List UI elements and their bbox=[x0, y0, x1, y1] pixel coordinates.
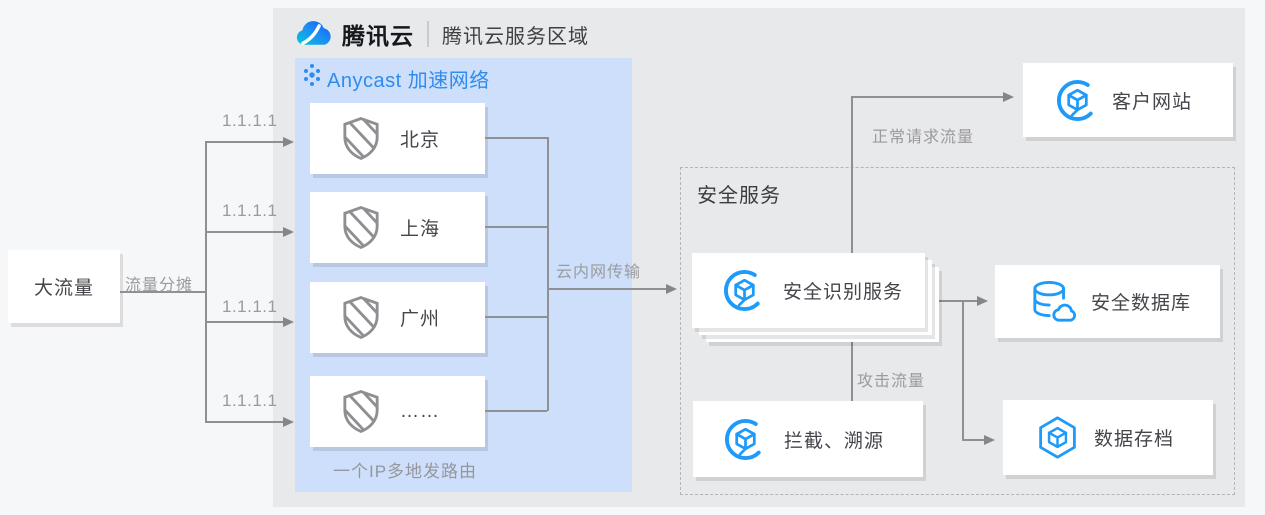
arrowhead bbox=[1003, 92, 1014, 102]
flow-line bbox=[485, 226, 547, 228]
anycast-node-guangzhou: 广州 bbox=[310, 282, 485, 353]
flow-line bbox=[485, 137, 547, 139]
block-trace-card: 拦截、溯源 bbox=[693, 401, 923, 477]
flow-line bbox=[205, 321, 283, 323]
anycast-node-more: …… bbox=[310, 376, 485, 447]
header-divider bbox=[427, 21, 429, 47]
customer-site-card: 客户网站 bbox=[1023, 63, 1233, 137]
arrowhead bbox=[283, 417, 294, 427]
flow-line bbox=[205, 421, 283, 423]
block-trace-label: 拦截、溯源 bbox=[784, 430, 885, 452]
customer-site-label: 客户网站 bbox=[1112, 91, 1193, 113]
flow-line bbox=[939, 300, 977, 302]
security-service-icon bbox=[723, 269, 766, 312]
attack-traffic-label: 攻击流量 bbox=[857, 373, 926, 390]
node-label: 北京 bbox=[400, 130, 441, 151]
anycast-footer-note: 一个IP多地发路由 bbox=[333, 462, 478, 481]
security-database-card: 安全数据库 bbox=[995, 265, 1220, 338]
split-traffic-label: 流量分摊 bbox=[125, 277, 194, 294]
security-zone bbox=[680, 167, 1235, 495]
node-label: 广州 bbox=[400, 309, 441, 330]
flow-line bbox=[962, 439, 984, 441]
anycast-zone-title: Anycast 加速网络 bbox=[327, 70, 490, 92]
flow-line bbox=[851, 342, 853, 401]
arrowhead bbox=[977, 296, 988, 306]
flow-line bbox=[485, 410, 547, 412]
anycast-network-icon bbox=[304, 64, 320, 86]
hexagon-archive-icon bbox=[1039, 416, 1076, 459]
shield-icon bbox=[343, 206, 379, 249]
flow-line bbox=[205, 141, 283, 143]
tencent-cloud-logo-icon bbox=[296, 21, 331, 45]
ip-label: 1.1.1.1 bbox=[222, 391, 278, 410]
arrowhead bbox=[283, 227, 294, 237]
arrowhead bbox=[666, 284, 677, 294]
security-zone-title: 安全服务 bbox=[697, 185, 781, 207]
database-cloud-icon bbox=[1033, 280, 1076, 322]
security-service-icon bbox=[724, 418, 767, 460]
flow-line bbox=[205, 231, 283, 233]
data-archive-card: 数据存档 bbox=[1003, 400, 1213, 475]
ip-label: 1.1.1.1 bbox=[222, 297, 278, 316]
node-label: 上海 bbox=[400, 219, 441, 240]
security-recognition-card: 安全识别服务 bbox=[692, 253, 925, 328]
security-database-label: 安全数据库 bbox=[1091, 293, 1192, 314]
flow-line bbox=[547, 288, 666, 290]
source-traffic-card: 大流量 bbox=[8, 250, 120, 323]
ip-label: 1.1.1.1 bbox=[222, 111, 278, 130]
arrowhead bbox=[283, 137, 294, 147]
flow-line bbox=[851, 96, 1003, 98]
customer-site-icon bbox=[1056, 79, 1099, 121]
shield-icon bbox=[343, 117, 379, 160]
brand-name: 腾讯云 bbox=[342, 23, 414, 49]
data-archive-label: 数据存档 bbox=[1094, 429, 1175, 450]
node-label: …… bbox=[400, 400, 440, 422]
flow-line bbox=[851, 97, 853, 254]
normal-traffic-label: 正常请求流量 bbox=[872, 129, 975, 146]
arrowhead bbox=[283, 317, 294, 327]
ip-label: 1.1.1.1 bbox=[222, 201, 278, 220]
flow-line bbox=[120, 291, 205, 293]
source-label: 大流量 bbox=[33, 278, 94, 299]
flow-line bbox=[485, 316, 547, 318]
flow-line bbox=[547, 137, 549, 411]
region-title: 腾讯云服务区域 bbox=[442, 25, 589, 48]
tencent-cloud-header: 腾讯云 腾讯云服务区域 bbox=[293, 16, 589, 52]
intranet-transfer-label: 云内网传输 bbox=[556, 264, 642, 281]
recognition-service-label: 安全识别服务 bbox=[783, 282, 904, 303]
flow-line bbox=[962, 301, 964, 440]
arrowhead bbox=[984, 435, 995, 445]
flow-line bbox=[205, 142, 207, 423]
anycast-node-beijing: 北京 bbox=[310, 103, 485, 174]
shield-icon bbox=[343, 296, 379, 339]
anycast-node-shanghai: 上海 bbox=[310, 192, 485, 263]
shield-icon bbox=[343, 390, 379, 433]
